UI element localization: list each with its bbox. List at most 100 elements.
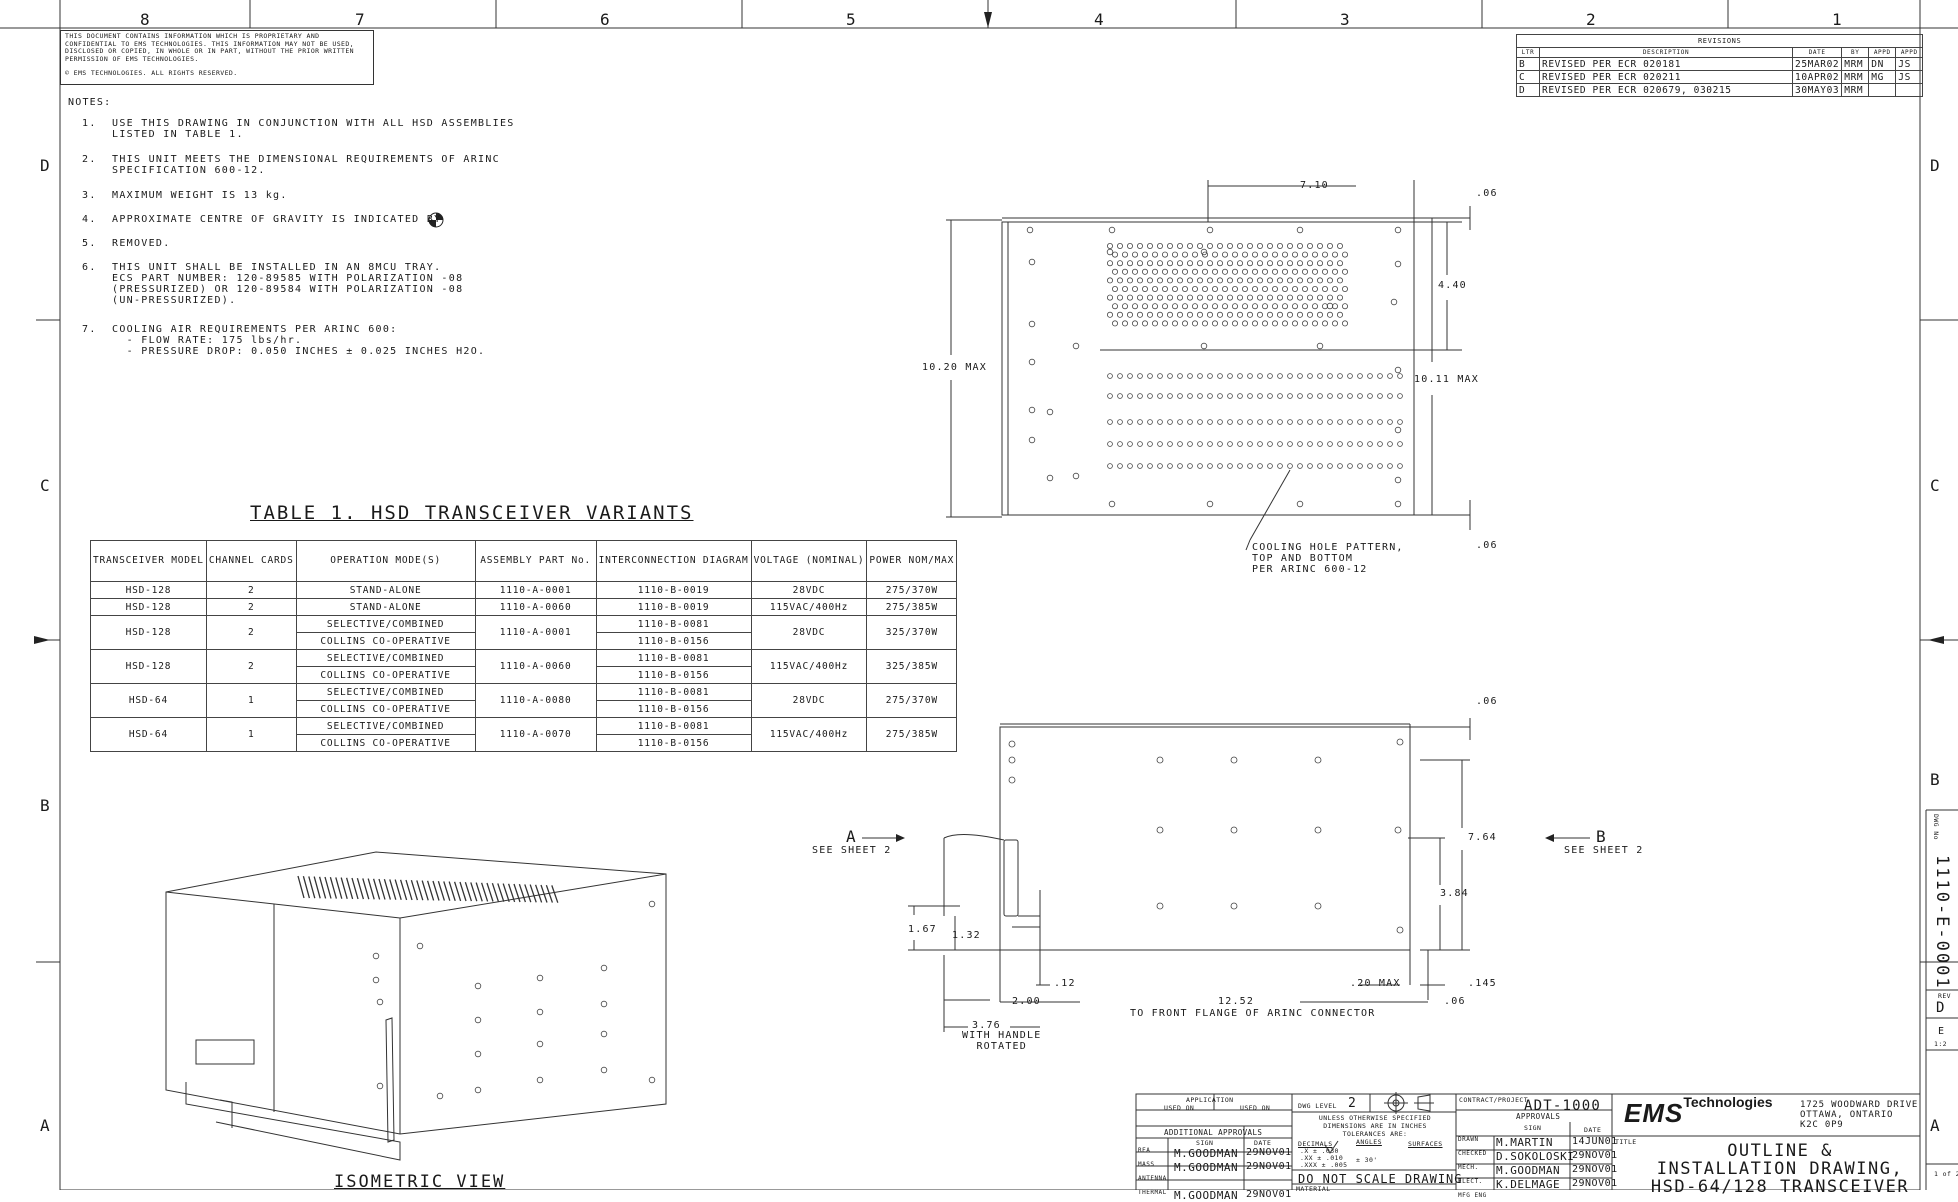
cooling-hole (1277, 373, 1283, 379)
cooling-hole (1167, 463, 1173, 469)
cooling-hole (1177, 393, 1183, 399)
cooling-hole (1257, 373, 1263, 379)
vent-slot (426, 880, 435, 901)
vent-slot (313, 876, 321, 899)
revision-cell: C (1516, 70, 1540, 84)
cooling-hole (1237, 277, 1244, 284)
contract-label: CONTRACT/PROJECT (1459, 1096, 1529, 1104)
table-1-title: TABLE 1. HSD TRANSCEIVER VARIANTS (250, 502, 694, 524)
screw (416, 942, 424, 950)
cooling-hole (1142, 285, 1149, 292)
cooling-hole (1267, 242, 1274, 249)
table-cell-part: 1110-A-0070 (474, 717, 597, 752)
note-6: 6.THIS UNIT SHALL BE INSTALLED IN AN 8MC… (82, 262, 464, 306)
cooling-hole (1252, 303, 1259, 310)
cooling-hole (1107, 373, 1113, 379)
table-cell-voltage: 115VAC/400Hz (750, 598, 868, 616)
cooling-hole (1257, 441, 1263, 447)
cooling-hole (1122, 251, 1129, 258)
cooling-hole (1107, 419, 1113, 425)
cooling-hole (1387, 441, 1393, 447)
cooling-hole (1277, 277, 1284, 284)
revision-cell: DN (1868, 57, 1897, 71)
cooling-hole (1177, 242, 1184, 249)
cooling-hole (1167, 294, 1174, 301)
cooling-hole (1327, 393, 1333, 399)
table-cell-mode: COLLINS CO-OPERATIVE (295, 666, 476, 684)
cooling-hole (1387, 463, 1393, 469)
cooling-hole (1197, 294, 1204, 301)
cooling-hole (1297, 441, 1303, 447)
cooling-hole (1227, 373, 1233, 379)
table-cell-diagram: 1110-B-0156 (595, 734, 752, 752)
cooling-hole (1117, 393, 1123, 399)
table-cell-model: HSD-64 (90, 717, 207, 752)
cooling-hole (1122, 303, 1129, 310)
cooling-hole (1297, 311, 1304, 318)
cooling-hole (1337, 373, 1343, 379)
vent-slot (383, 879, 392, 900)
cooling-hole (1192, 268, 1199, 275)
cooling-hole (1132, 268, 1139, 275)
cooling-hole (1107, 463, 1113, 469)
cooling-hole (1307, 393, 1313, 399)
cooling-hole (1277, 393, 1283, 399)
cooling-hole (1117, 441, 1123, 447)
cooling-hole (1237, 373, 1243, 379)
cooling-hole (1212, 320, 1219, 327)
cooling-hole (1357, 441, 1363, 447)
cooling-hole (1197, 311, 1204, 318)
col-label-7: 7 (355, 10, 366, 29)
title-label: TITLE (1615, 1138, 1637, 1146)
screw (1296, 226, 1304, 234)
revisions-table: REVISIONS LTR DESCRIPTION DATE BY APPD A… (1515, 34, 1924, 97)
revision-cell: MRM (1841, 70, 1870, 84)
cooling-hole (1162, 303, 1169, 310)
side-view (862, 718, 1590, 1032)
cooling-hole (1207, 294, 1214, 301)
note-3: 3.MAXIMUM WEIGHT IS 13 kg. (82, 190, 288, 201)
cooling-hole (1267, 311, 1274, 318)
screw (372, 952, 380, 960)
vent-slot (475, 882, 483, 902)
table-cell-cards: 1 (205, 683, 297, 718)
screw (648, 900, 656, 908)
rev-col-appd2: APPD (1895, 47, 1924, 58)
screw (474, 982, 482, 990)
cooling-hole (1112, 303, 1119, 310)
table-cell-part: 1110-A-0001 (474, 581, 597, 599)
screw (1394, 366, 1402, 374)
vent-slot (540, 884, 548, 903)
cooling-hole (1132, 303, 1139, 310)
screw (372, 976, 380, 984)
cooling-hole (1397, 441, 1403, 447)
cooling-hole (1152, 303, 1159, 310)
cooling-hole (1262, 285, 1269, 292)
cooling-hole (1312, 285, 1319, 292)
cooling-hole (1127, 277, 1134, 284)
cooling-hole (1237, 463, 1243, 469)
col-diagram-header: INTERCONNECTION DIAGRAM (595, 540, 752, 582)
cooling-hole (1197, 419, 1203, 425)
cooling-hole (1177, 294, 1184, 301)
note-4: 4.APPROXIMATE CENTRE OF GRAVITY IS INDIC… (82, 214, 442, 225)
cooling-hole (1232, 268, 1239, 275)
cooling-hole (1257, 393, 1263, 399)
dim-top-height-max: 10.20 MAX (922, 362, 987, 373)
cooling-hole (1317, 277, 1324, 284)
cooling-hole (1217, 393, 1223, 399)
cooling-hole (1177, 277, 1184, 284)
dim-top-edge-2: .06 (1476, 540, 1498, 551)
table-cell-cards: 1 (205, 717, 297, 752)
cooling-hole (1227, 242, 1234, 249)
cooling-hole (1237, 242, 1244, 249)
vent-slot (367, 878, 375, 900)
cooling-hole (1232, 251, 1239, 258)
cooling-hole (1202, 268, 1209, 275)
cooling-hole (1232, 320, 1239, 327)
cooling-hole (1162, 251, 1169, 258)
cooling-hole (1252, 268, 1259, 275)
cooling-hole (1237, 393, 1243, 399)
